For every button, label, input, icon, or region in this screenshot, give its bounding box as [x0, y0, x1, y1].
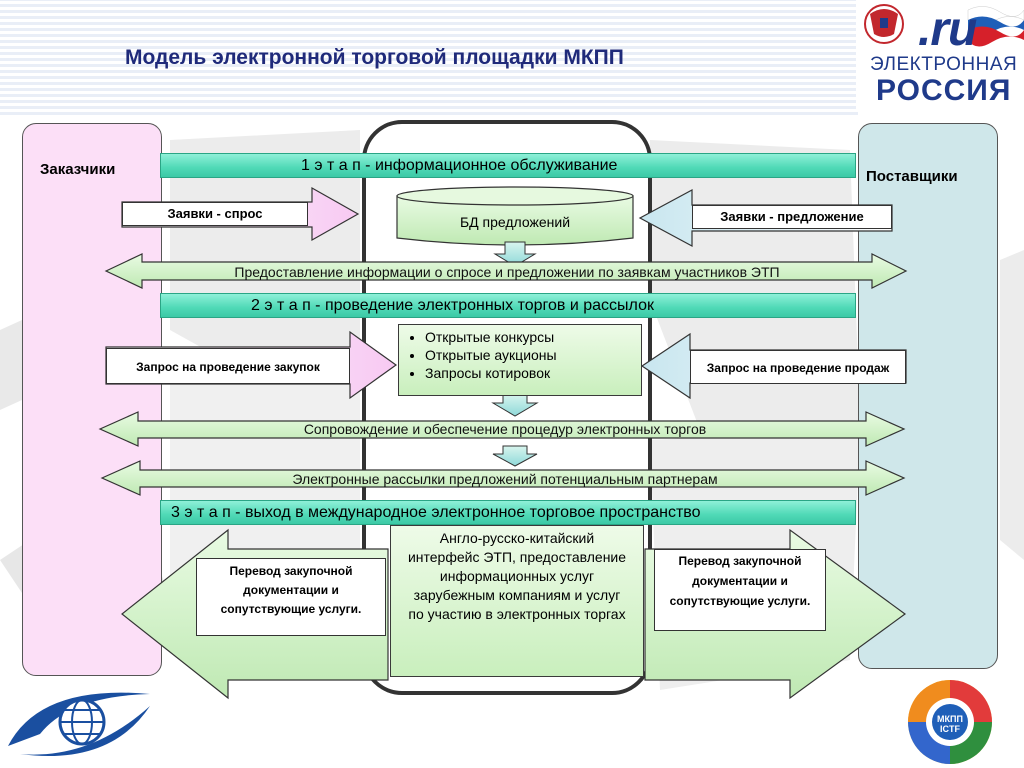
electronic-russia-logo [856, 0, 1024, 112]
eagle-emblem-icon [864, 4, 904, 44]
stage-1-bar: 1 э т а п - информационное обслуживание [160, 153, 856, 178]
info-band-label: Предоставление информации о спросе и пре… [234, 264, 780, 280]
sales-request-label: Запрос на проведение продаж [690, 350, 906, 384]
support-band-label: Сопровождение и обеспечение процедур эле… [303, 421, 707, 437]
translation-left-label: Перевод закупочной документации и сопутс… [196, 558, 386, 636]
stage-2-bar: 2 э т а п - проведение электронных торго… [160, 293, 856, 318]
header-band [0, 0, 858, 115]
logo-ru-text: .ru [918, 3, 977, 56]
logo-line2: РОССИЯ [876, 74, 1012, 107]
trade-type-item: Открытые конкурсы [425, 329, 641, 345]
stage-3-bar: 3 э т а п - выход в международное электр… [160, 500, 856, 525]
flags-ring-icon [908, 680, 992, 764]
international-interface-box: Англо-русско-китайский интерфейс ЭТП, пр… [390, 525, 644, 677]
offer-request-label: Заявки - предложение [692, 205, 892, 229]
purchase-request-label: Запрос на проведение закупок [106, 348, 350, 384]
mailing-band-label: Электронные рассылки предложений потенци… [292, 471, 718, 487]
translation-right-label: Перевод закупочной документации и сопутс… [654, 549, 826, 631]
globe-logo [0, 676, 160, 768]
mkpp-logo-text: МКПП ICTF [937, 714, 963, 734]
logo-line1: ЭЛЕКТРОННАЯ [870, 54, 1018, 75]
suppliers-label: Поставщики [866, 168, 958, 185]
demand-request-label: Заявки - спрос [122, 202, 308, 226]
etp-center-column [362, 120, 652, 695]
db-label: БД предложений [459, 214, 571, 230]
trade-types-box: Открытые конкурсы Открытые аукционы Запр… [398, 324, 642, 396]
page-title: Модель электронной торговой площадки МКП… [125, 46, 624, 69]
trade-type-item: Открытые аукционы [425, 347, 641, 363]
trade-type-item: Запросы котировок [425, 365, 641, 381]
globe-icon [8, 692, 150, 756]
mkpp-logo: МКПП ICTF [876, 676, 1024, 768]
customers-label: Заказчики [40, 161, 116, 178]
